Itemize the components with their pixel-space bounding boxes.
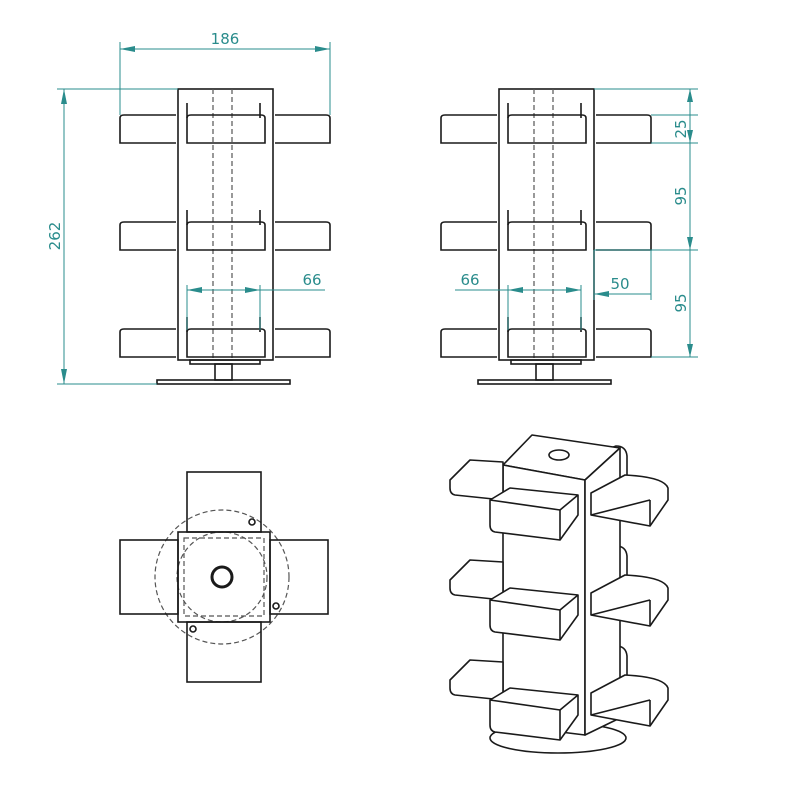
dim-label-25: 25 bbox=[672, 119, 690, 138]
dim-label-66-front: 66 bbox=[302, 271, 321, 289]
dim-label-50: 50 bbox=[610, 275, 629, 293]
dimension-vertical-stack: 25 95 95 bbox=[594, 88, 698, 358]
dim-label-95-lower: 95 bbox=[672, 293, 690, 312]
dimension-262: 262 bbox=[46, 88, 178, 385]
dim-label-95-upper: 95 bbox=[672, 186, 690, 205]
front-view bbox=[120, 89, 330, 384]
dimension-66-side: 66 bbox=[455, 271, 582, 330]
isometric-view bbox=[449, 434, 669, 754]
dim-label-262: 262 bbox=[46, 222, 64, 251]
dimension-50: 50 bbox=[593, 250, 652, 300]
dim-label-66-side: 66 bbox=[460, 271, 479, 289]
side-view bbox=[441, 89, 651, 384]
dimension-186: 186 bbox=[119, 30, 331, 115]
top-view bbox=[119, 471, 329, 683]
dim-label-186: 186 bbox=[211, 30, 240, 48]
dimension-66-front: 66 bbox=[186, 271, 325, 330]
